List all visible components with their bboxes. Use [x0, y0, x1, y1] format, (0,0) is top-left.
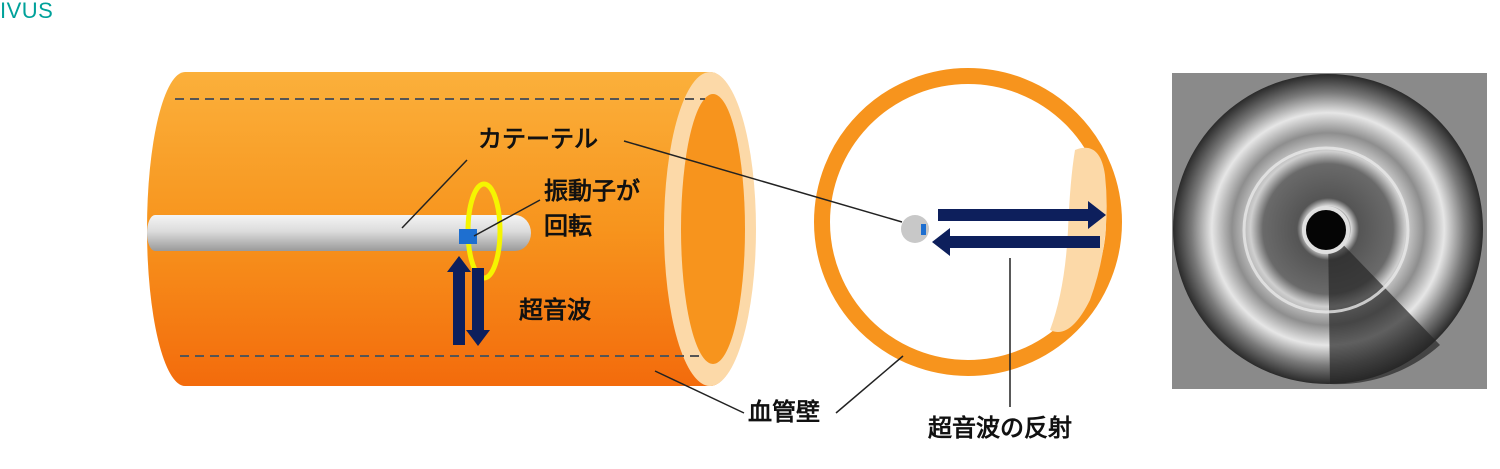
catheter-label: カテーテル	[478, 125, 598, 153]
outgoing-arrow	[938, 201, 1106, 229]
ivus-lumen	[1302, 206, 1350, 254]
catheter-leader-right	[623, 140, 903, 223]
ivus-shadow-region	[1328, 229, 1440, 385]
ultrasound-arrows	[447, 256, 490, 346]
transducer-leader	[473, 199, 541, 237]
vessel-wall-label: 血管壁	[748, 398, 820, 426]
page-title: IVUS	[0, 0, 54, 23]
vessel-cross-section: 血管壁 超音波の反射	[623, 68, 1122, 442]
reflection-label: 超音波の反射	[928, 414, 1072, 442]
catheter-cross-section	[901, 215, 929, 243]
vessel-wall-leader-left	[654, 370, 745, 414]
ultrasound-label: 超音波	[519, 296, 592, 324]
transducer-label-line1: 振動子が	[544, 177, 640, 205]
vessel-side-view: カテーテル 振動子が 回転 超音波	[147, 72, 756, 414]
catheter-leader	[401, 159, 468, 229]
transducer-label-line2: 回転	[544, 212, 592, 240]
vessel-wall-leader-right	[835, 355, 904, 414]
ivus-plaque-ring	[1242, 146, 1410, 314]
transducer-cross-section	[921, 224, 926, 235]
vessel-ring	[814, 68, 1122, 376]
ivus-image	[1172, 73, 1487, 389]
catheter-shaft	[147, 215, 531, 251]
transducer-square	[459, 229, 477, 244]
vessel-end-opening	[681, 94, 745, 364]
reflected-arrow	[932, 228, 1100, 256]
